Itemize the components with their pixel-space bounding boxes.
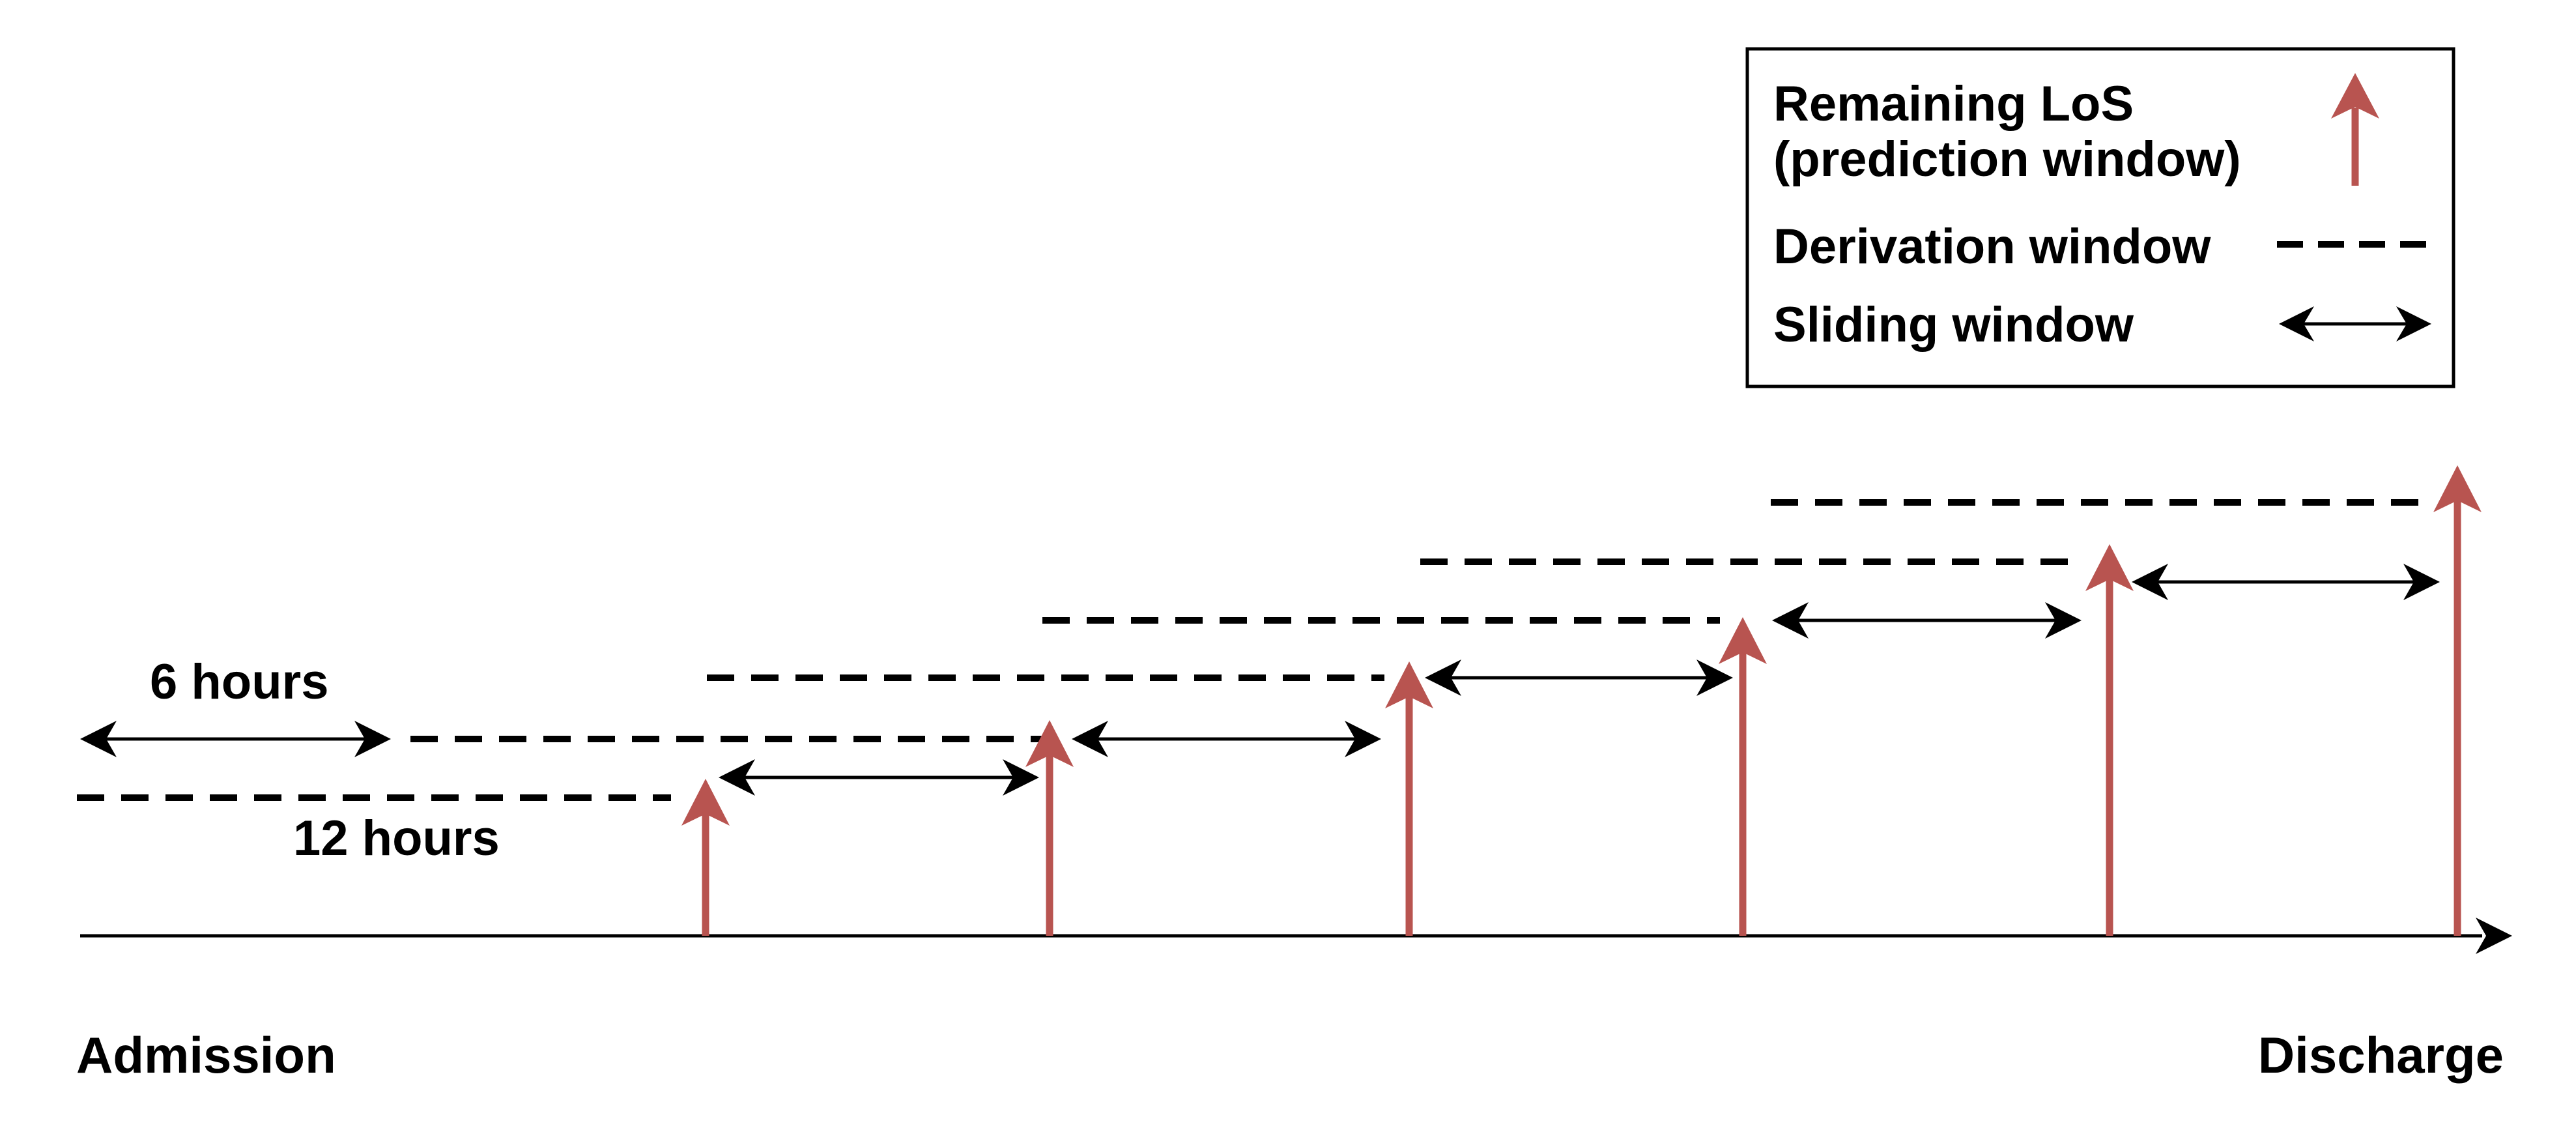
timeline-axis xyxy=(80,918,2512,954)
twelve-hours-label: 12 hours xyxy=(293,811,500,866)
legend-remaining-los-label: Remaining LoS xyxy=(1773,76,2134,132)
prediction-arrow-3 xyxy=(1385,661,1433,936)
sliding-window-5 xyxy=(1772,602,2082,639)
prediction-arrow-5 xyxy=(2085,544,2134,936)
derivation-windows xyxy=(77,499,2424,801)
six-hours-label: 6 hours xyxy=(150,654,329,710)
sliding-windows xyxy=(80,564,2440,796)
sliding-window-4 xyxy=(1425,659,1733,696)
prediction-arrow-2 xyxy=(1025,720,1074,936)
sliding-window-6 xyxy=(2132,564,2440,600)
prediction-arrow-6 xyxy=(2433,465,2482,936)
sliding-window-1 xyxy=(80,721,391,757)
legend-derivation-label: Derivation window xyxy=(1773,219,2211,274)
sliding-window-3 xyxy=(1072,721,1381,757)
admission-label: Admission xyxy=(76,1026,336,1084)
legend-red-arrow-icon xyxy=(2331,73,2379,186)
prediction-arrow-1 xyxy=(681,779,730,936)
legend: Remaining LoS (prediction window) Deriva… xyxy=(1745,47,2455,388)
legend-frame xyxy=(1745,47,2455,388)
prediction-arrows xyxy=(681,465,2482,936)
legend-double-arrow-icon xyxy=(2279,306,2431,341)
sliding-window-2 xyxy=(719,759,1039,796)
legend-prediction-window-label: (prediction window) xyxy=(1773,132,2241,187)
prediction-arrow-4 xyxy=(1719,617,1767,936)
legend-sliding-label: Sliding window xyxy=(1773,297,2134,353)
discharge-label: Discharge xyxy=(2258,1026,2504,1084)
